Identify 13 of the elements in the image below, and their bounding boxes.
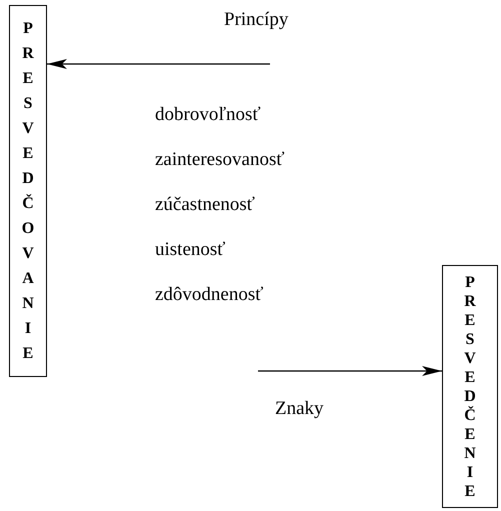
vertical-label: PRESVEDČENIE [463,272,477,500]
text-label: zdôvodnenosť [155,283,264,307]
text-label: zainteresovanosť [155,148,284,172]
vertical-label: PRESVEDČOVANIE [20,19,36,364]
text-label: Znaky [275,397,324,421]
text-label: Princípy [224,8,288,32]
vertical-text-box [9,5,47,377]
arrow [258,366,442,376]
text-label: dobrovoľnosť [155,103,261,127]
text-label: uistenosť [155,238,226,262]
text-label: zúčastnenosť [155,193,255,217]
arrow [47,59,270,69]
vertical-text-box [442,265,498,508]
